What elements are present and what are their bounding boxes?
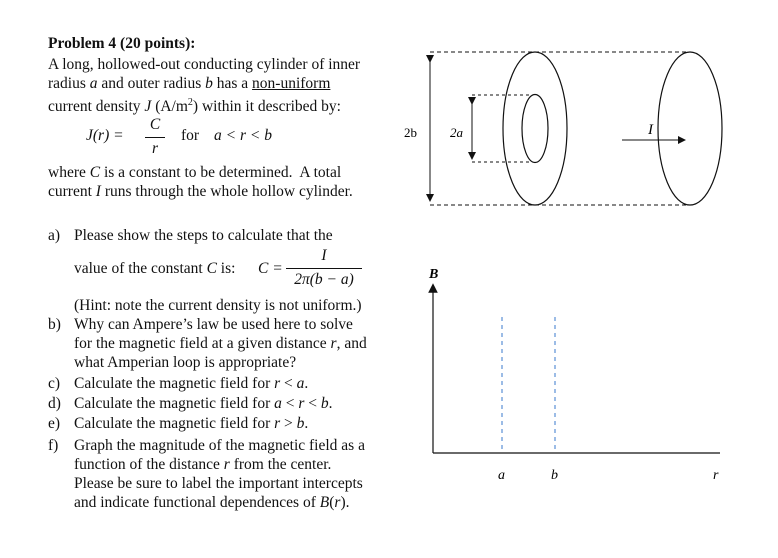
part-b-line-1: Why can Ampere’s law be used here to sol… bbox=[74, 316, 353, 333]
constant-lhs: C = bbox=[258, 260, 283, 277]
part-c-label: c) bbox=[48, 375, 61, 392]
problem-title: Problem 4 (20 points): bbox=[48, 35, 196, 52]
after-line-2: current I runs through the whole hollow … bbox=[48, 183, 353, 200]
x-mark-a: a bbox=[498, 468, 505, 483]
constant-fraction-bar bbox=[286, 268, 362, 269]
cylinder-inner-hole bbox=[521, 93, 549, 164]
equation-condition: a < r < b bbox=[214, 127, 272, 144]
cylinder-near-end bbox=[502, 51, 568, 206]
fraction-bar bbox=[145, 137, 165, 138]
y-axis-label: B bbox=[428, 267, 438, 282]
part-f-label: f) bbox=[48, 437, 59, 454]
part-b-line-2: for the magnetic field at a given distan… bbox=[74, 335, 367, 352]
part-a-line-1: Please show the steps to calculate that … bbox=[74, 227, 333, 244]
constant-denominator: 2π(b − a) bbox=[294, 271, 354, 288]
constant-numerator: I bbox=[321, 247, 327, 264]
part-b-line-3: what Amperian loop is appropriate? bbox=[74, 354, 297, 371]
intro-line-2: radius a and outer radius b has a non-un… bbox=[48, 75, 331, 92]
equation-numerator: C bbox=[149, 116, 161, 133]
part-f-line-4: and indicate functional dependences of B… bbox=[74, 494, 350, 511]
part-e-line-1: Calculate the magnetic field for r > b. bbox=[74, 415, 309, 432]
x-mark-b: b bbox=[551, 468, 558, 483]
part-a-hint: (Hint: note the current density is not u… bbox=[74, 297, 362, 314]
part-c-line-1: Calculate the magnetic field for r < a. bbox=[74, 375, 309, 392]
part-f-line-1: Graph the magnitude of the magnetic fiel… bbox=[74, 437, 365, 454]
after-line-1: where C is a constant to be determined. … bbox=[48, 164, 342, 181]
part-d-label: d) bbox=[48, 395, 61, 412]
equation-denominator: r bbox=[151, 140, 159, 157]
equation-lhs: J(r) = bbox=[86, 127, 124, 144]
inner-diameter-label: 2a bbox=[450, 125, 464, 140]
part-f-line-2: function of the distance r from the cent… bbox=[74, 456, 332, 473]
part-f-line-3: Please be sure to label the important in… bbox=[74, 475, 363, 492]
part-b-label: b) bbox=[48, 316, 61, 333]
equation-for: for bbox=[181, 127, 200, 144]
part-d-line-1: Calculate the magnetic field for a < r <… bbox=[74, 395, 333, 412]
part-a-line-2: value of the constant C is: bbox=[74, 260, 236, 277]
intro-line-1: A long, hollowed-out conducting cylinder… bbox=[48, 56, 361, 73]
current-label: I bbox=[647, 122, 654, 138]
part-a-label: a) bbox=[48, 227, 61, 244]
cylinder-figure: 2b 2a I bbox=[404, 51, 723, 206]
part-e-label: e) bbox=[48, 415, 61, 432]
outer-diameter-label: 2b bbox=[404, 125, 417, 140]
intro-line-3: current density J (A/m2) within it descr… bbox=[48, 97, 341, 116]
cylinder-far-end bbox=[657, 51, 723, 206]
x-axis-label: r bbox=[713, 468, 719, 483]
b-vs-r-graph: B a b r bbox=[428, 267, 720, 483]
